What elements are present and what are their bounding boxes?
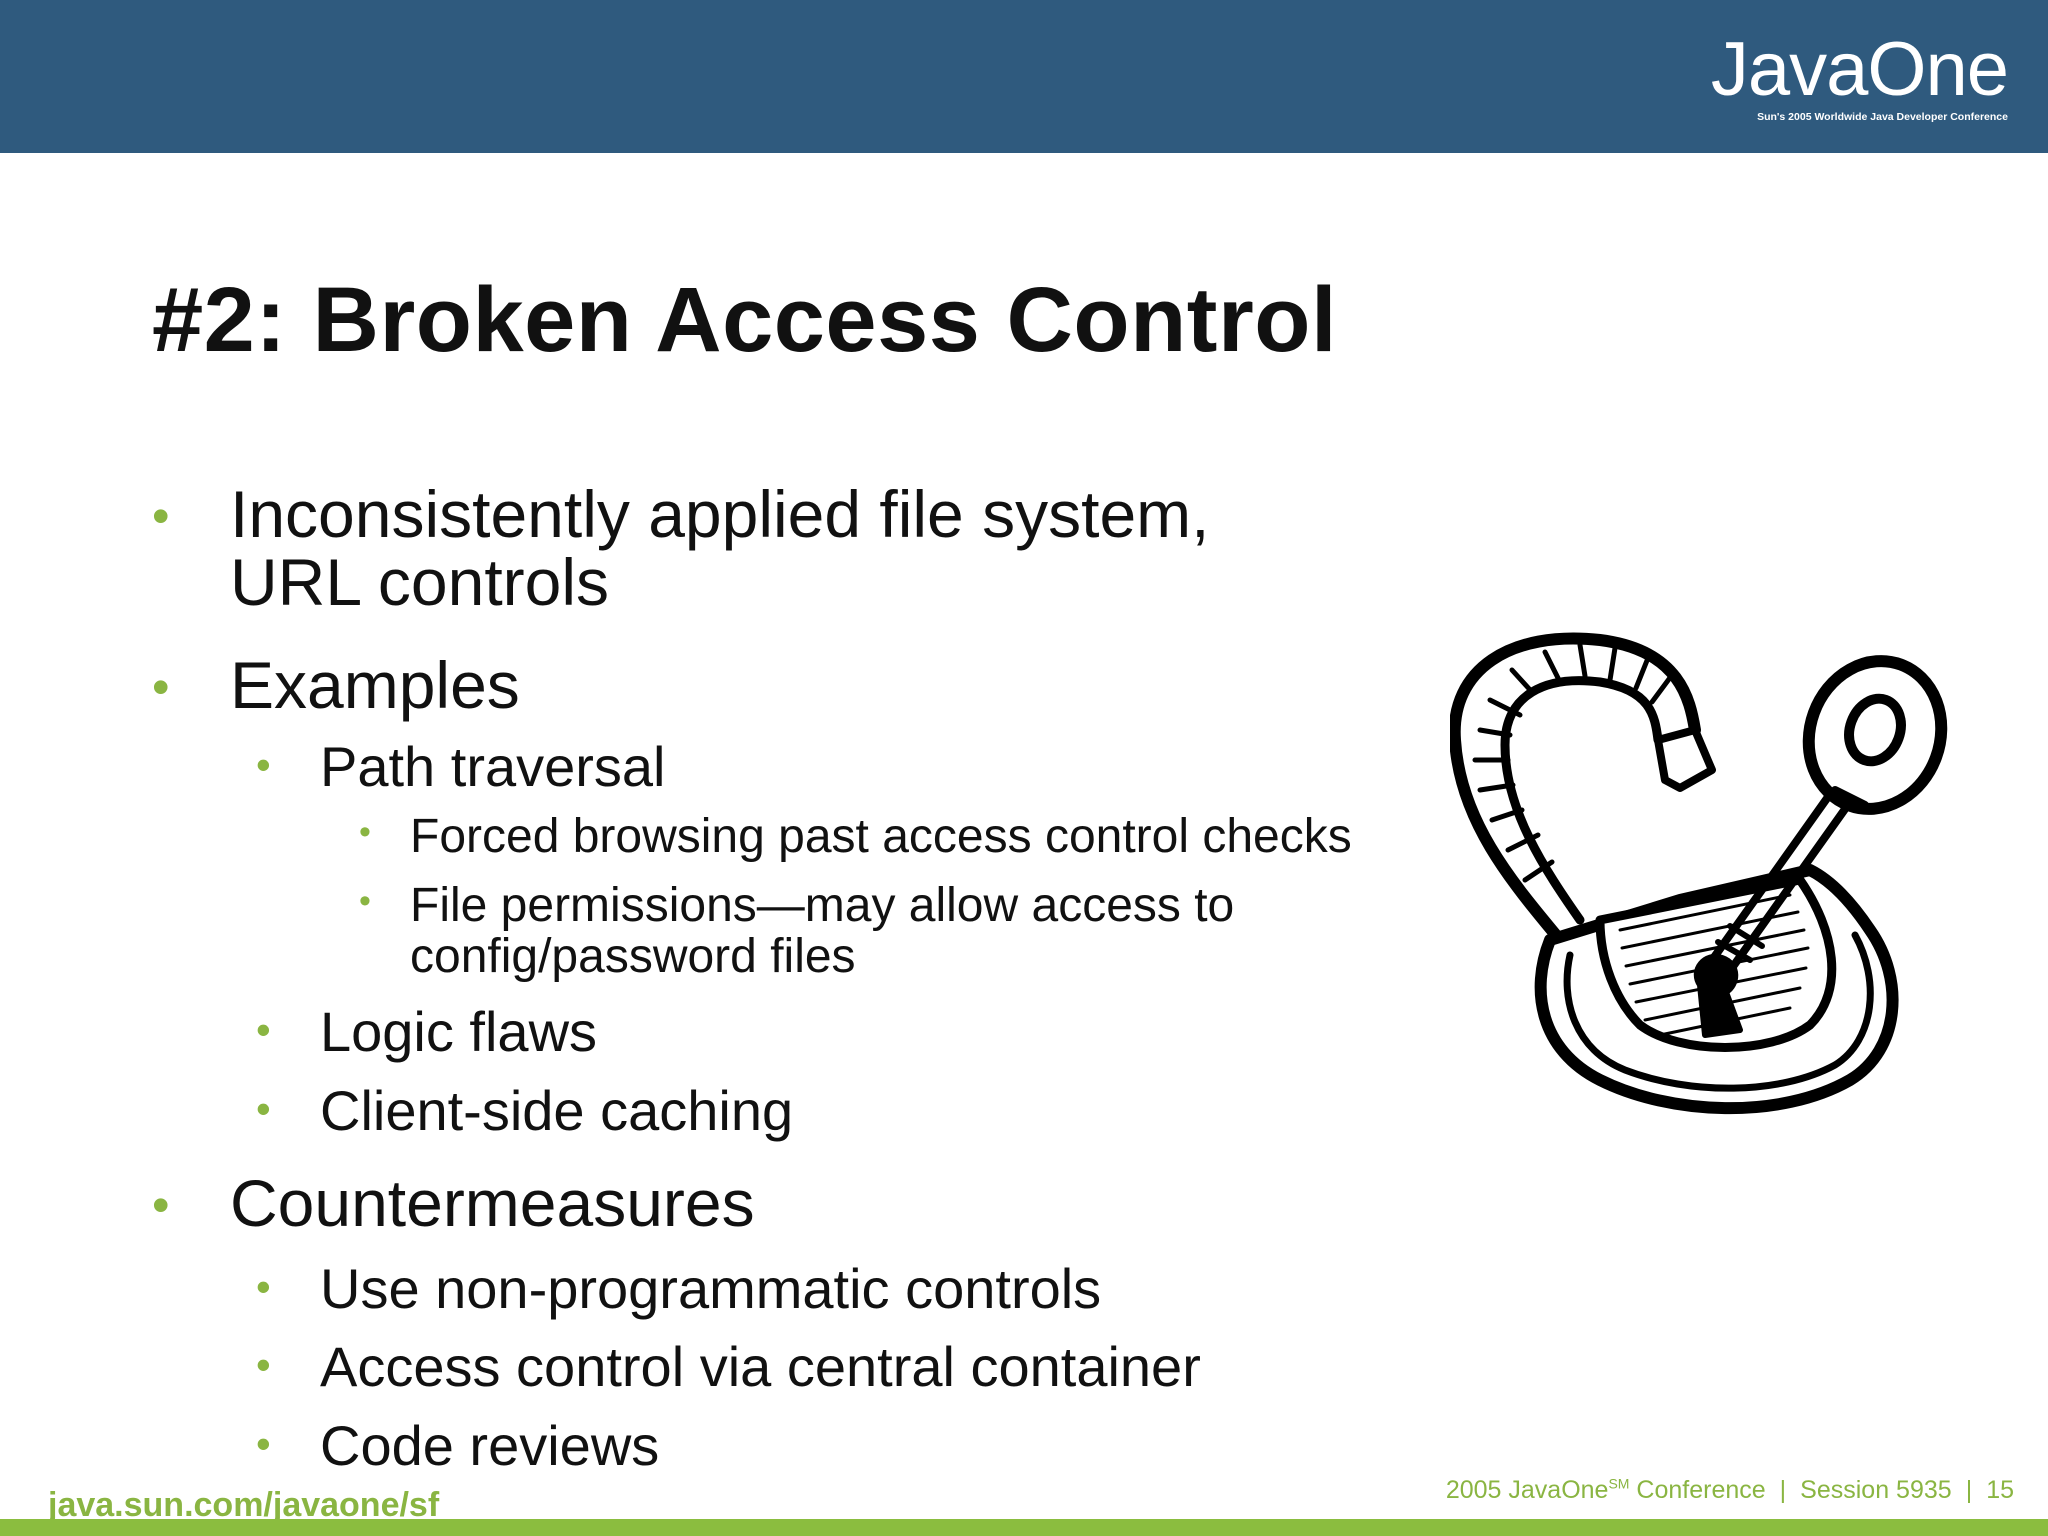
bullet-text: URL controls xyxy=(230,545,610,619)
sub-sub-bullet-text: config/password files xyxy=(410,930,856,983)
bullet-dot: • xyxy=(152,488,170,544)
sub-bullet-text: Code reviews xyxy=(320,1414,660,1477)
logo-wordmark: JavaOne xyxy=(1710,27,2009,112)
logo-tagline: Sun's 2005 Worldwide Java Developer Conf… xyxy=(1757,111,2008,123)
sub-sub-bullet-text: File permissions—may allow access to xyxy=(410,879,1235,932)
footer-divider: | xyxy=(1965,1476,1973,1504)
sub-bullet-dot: • xyxy=(256,1263,271,1310)
sub-sub-bullet-dot: • xyxy=(359,882,371,920)
page-number: 15 xyxy=(1986,1476,2014,1504)
sub-bullet-dot: • xyxy=(256,1420,271,1467)
sub-bullet-text: Use non-programmatic controls xyxy=(320,1257,1102,1320)
sub-bullet-text: Client-side caching xyxy=(320,1079,794,1142)
footer-bar xyxy=(0,1519,2048,1536)
sub-bullet-text: Path traversal xyxy=(320,735,666,798)
footer-info: 2005 JavaOneSM Conference | Session 5935 | 1… xyxy=(1446,1475,2014,1505)
bullet-text: Countermeasures xyxy=(230,1166,755,1240)
bullet-text: Examples xyxy=(230,648,520,722)
slide-title: #2: Broken Access Control xyxy=(152,269,1338,371)
sub-sub-bullet-dot: • xyxy=(359,813,371,851)
footer-url: java.sun.com/javaone/sf xyxy=(48,1486,440,1524)
service-mark: SM xyxy=(1608,1475,1630,1492)
sub-sub-bullet-text: Forced browsing past access control chec… xyxy=(410,810,1352,863)
session-number: Session 5935 xyxy=(1800,1476,1952,1504)
sub-bullet-dot: • xyxy=(256,1006,271,1053)
bullet-list: • Inconsistently applied file system, UR… xyxy=(152,477,1352,1477)
sub-bullet-text: Access control via central container xyxy=(320,1335,1201,1398)
bullet-text: Inconsistently applied file system, xyxy=(230,477,1210,551)
conference-name: 2005 JavaOneSM Conference xyxy=(1445,1475,1766,1504)
sub-bullet-dot: • xyxy=(256,741,271,788)
footer-divider: | xyxy=(1779,1476,1787,1504)
javaone-logo: JavaOne Sun's 2005 Worldwide Java Develo… xyxy=(1708,27,2009,130)
bullet-dot: • xyxy=(152,1177,170,1233)
bullet-dot: • xyxy=(152,659,170,715)
sub-bullet-text: Logic flaws xyxy=(320,1000,598,1063)
sub-bullet-dot: • xyxy=(256,1341,271,1388)
header-bar: JavaOne Sun's 2005 Worldwide Java Develo… xyxy=(0,0,2048,153)
padlock-with-key-icon xyxy=(1450,632,1948,1115)
sub-bullet-dot: • xyxy=(256,1085,271,1132)
